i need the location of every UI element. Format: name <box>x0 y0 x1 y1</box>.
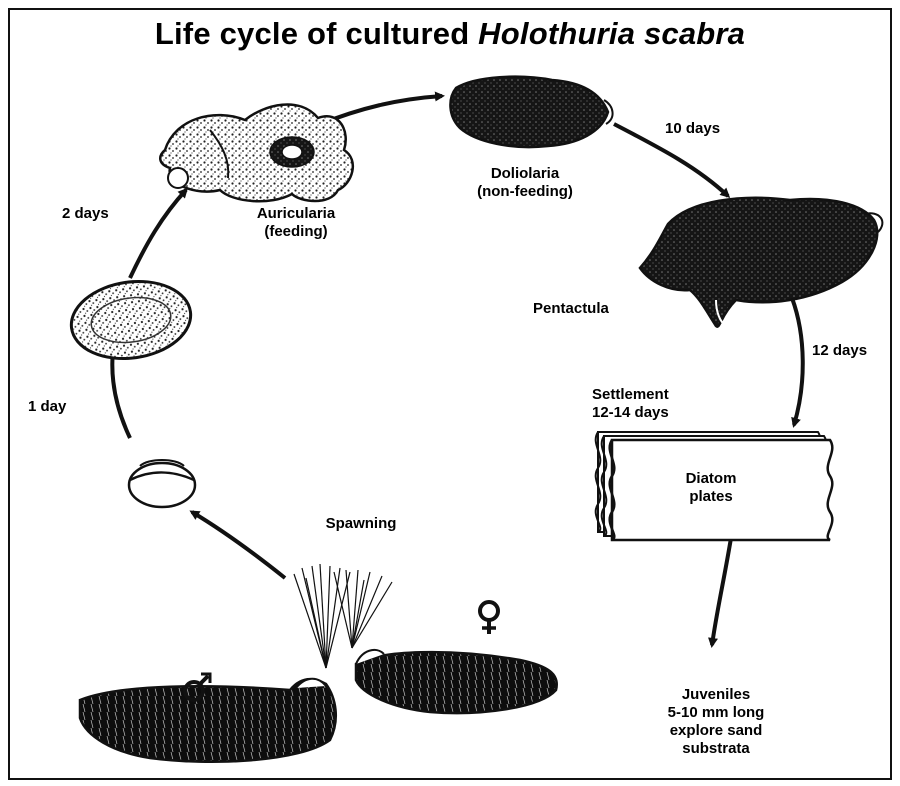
arrow-gastrula-to-auricularia <box>130 190 186 278</box>
doliolaria-larva-icon <box>450 77 612 147</box>
gastrula-icon <box>66 274 195 366</box>
duration-1-day: 1 day <box>28 398 66 416</box>
duration-12-days: 12 days <box>812 342 867 360</box>
diatom-plates-line1: Diatom <box>656 470 766 488</box>
diatom-plates-line2: plates <box>656 488 766 506</box>
female-symbol-icon <box>480 602 498 634</box>
juveniles-label: Juveniles 5-10 mm long explore sand subs… <box>646 686 786 758</box>
doliolaria-label: Doliolaria (non-feeding) <box>455 165 595 201</box>
arrow-pentactula-to-settlement <box>792 298 803 425</box>
pentactula-icon <box>640 198 882 327</box>
duration-10-days: 10 days <box>665 120 720 138</box>
auricularia-label: Auricularia (feeding) <box>236 205 356 241</box>
arrow-spawning-to-egg <box>192 512 285 578</box>
male-sea-cucumber-icon <box>80 679 336 762</box>
female-sea-cucumber-icon <box>356 650 557 713</box>
juveniles-behaviour-1: explore sand <box>646 722 786 740</box>
juveniles-size: 5-10 mm long <box>646 704 786 722</box>
egg-cleavage-icon <box>129 460 195 507</box>
diatom-plates-label: Diatom plates <box>656 470 766 506</box>
auricularia-name: Auricularia <box>236 205 356 223</box>
doliolaria-name: Doliolaria <box>455 165 595 183</box>
pentactula-label: Pentactula <box>533 300 609 318</box>
duration-2-days: 2 days <box>62 205 109 223</box>
auricularia-larva-icon <box>160 105 353 202</box>
doliolaria-note: (non-feeding) <box>455 183 595 201</box>
spawning-label: Spawning <box>306 515 416 533</box>
auricularia-note: (feeding) <box>236 223 356 241</box>
juveniles-name: Juveniles <box>646 686 786 704</box>
settlement-name: Settlement <box>592 386 669 404</box>
settlement-label: Settlement 12-14 days <box>592 386 669 422</box>
juveniles-behaviour-2: substrata <box>646 740 786 758</box>
arrow-settlement-to-juveniles <box>712 538 731 645</box>
settlement-duration: 12-14 days <box>592 404 669 422</box>
